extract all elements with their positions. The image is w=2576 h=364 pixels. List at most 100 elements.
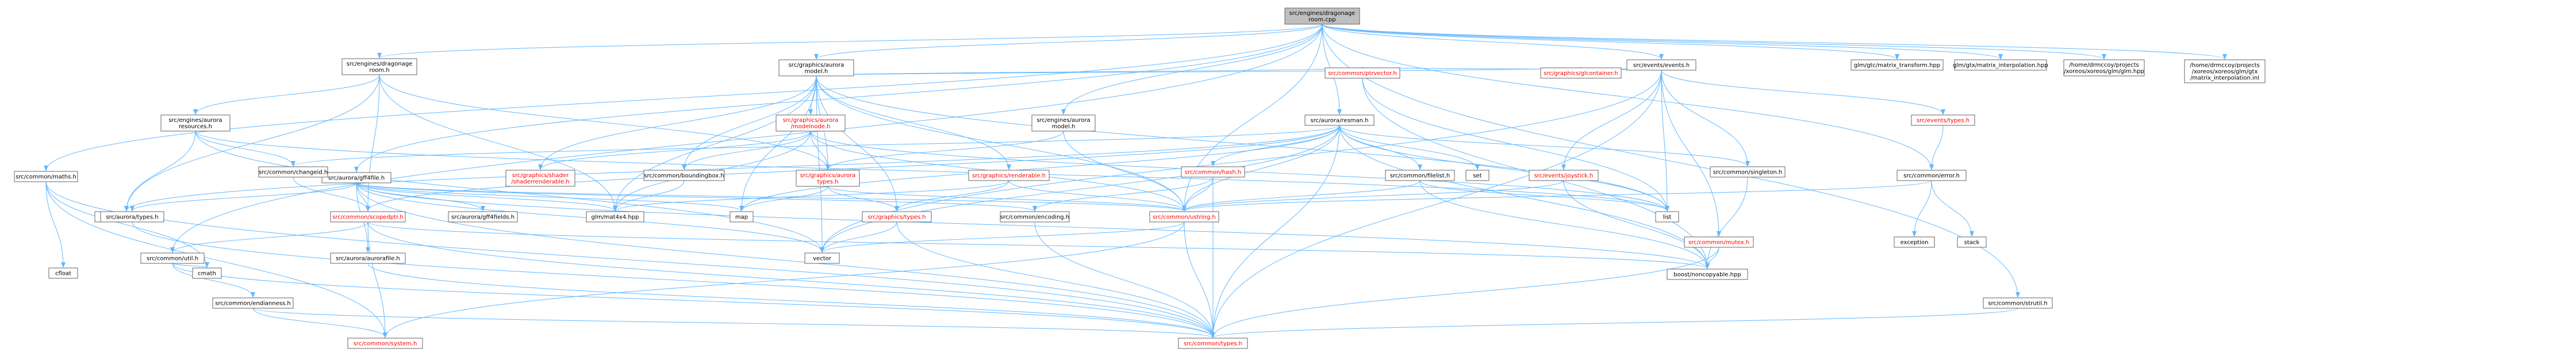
edge-root-to-room_h xyxy=(377,24,1323,59)
node-aurora-aurorafile[interactable]: src/aurora/aurorafile.h xyxy=(330,252,406,264)
node-aurora-gff4fields[interactable]: src/aurora/gff4fields.h xyxy=(448,211,518,223)
edge-graphics_renderable-to-glm_mat4x4 xyxy=(613,180,1009,212)
node-cfloat[interactable]: cfloat xyxy=(48,267,78,279)
node-label: src/graphics/glcontainer.h xyxy=(1544,71,1618,77)
node-common-util[interactable]: src/common/util.h xyxy=(140,252,205,264)
node-graphics-renderable[interactable]: src/graphics/renderable.h xyxy=(968,170,1050,181)
edge-root-to-engines_model xyxy=(1061,24,1323,115)
node-events-joystick[interactable]: src/events/joystick.h xyxy=(1529,170,1599,181)
edge-engines_model-to-graphics_aurora_types xyxy=(826,131,1064,170)
node-box xyxy=(1667,269,1748,280)
node-common-scopedptr[interactable]: src/common/scopedptr.h xyxy=(330,211,406,223)
edge-engines_resources-to-common_changeid xyxy=(195,131,295,167)
edge-graphics_model-to-common_ustring xyxy=(816,75,1187,212)
node-common-system[interactable]: src/common/system.h xyxy=(347,338,423,349)
node-box xyxy=(48,267,78,279)
node-events-events[interactable]: src/events/events.h xyxy=(1626,59,1696,71)
node-aurora-gff4file[interactable]: src/aurora/gff4file.h xyxy=(321,172,391,183)
edge-matfns-to-cmath xyxy=(45,181,209,268)
node-label: /xoreos/xoreos/glm/glm.hpp xyxy=(2064,68,2144,75)
node-label: src/graphics/shader xyxy=(512,173,569,179)
node-box xyxy=(776,114,846,132)
node-common-boundingbox[interactable]: src/common/boundingbox.h xyxy=(643,170,725,181)
node-common-endianness[interactable]: src/common/endianness.h xyxy=(212,297,294,309)
node-common-hash[interactable]: src/common/hash.h xyxy=(1181,166,1245,178)
node-label: src/graphics/aurora xyxy=(800,173,856,179)
node-common-filelist[interactable]: src/common/filelist.h xyxy=(1385,170,1455,181)
node-glm-mat4x4[interactable]: glm/mat4x4.hpp xyxy=(586,211,644,223)
node-map[interactable]: map xyxy=(730,211,754,223)
edge-aurora_gff4file-to-common_types xyxy=(356,182,1215,338)
node-graphics-types[interactable]: src/graphics/types.h xyxy=(862,211,932,223)
node-label: src/engines/aurora xyxy=(1036,117,1090,124)
node-label: src/common/hash.h xyxy=(1185,170,1241,176)
node-label: /home/drmccoy/projects xyxy=(2069,62,2139,68)
node-boost-noncopyable[interactable]: boost/noncopyable.hpp xyxy=(1667,269,1748,280)
node-box xyxy=(321,172,391,183)
node-cmath[interactable]: cmath xyxy=(192,267,222,279)
edge-graphics_aurora_types-to-common_ustring xyxy=(827,186,1187,212)
edge-common_filelist-to-boost_noncopyable xyxy=(1419,180,1710,269)
node-matfns[interactable]: src/common/maths.h xyxy=(14,171,78,182)
node-glm-transform[interactable]: glm/gtc/matrix_transform.hpp xyxy=(1851,59,1944,71)
node-box xyxy=(796,170,860,187)
edge-aurora_gff4file-to-aurora_types2 xyxy=(130,182,357,212)
node-common-singleton[interactable]: src/common/singleton.h xyxy=(1710,166,1786,178)
node-common-changeid[interactable]: src/common/changeid.h xyxy=(258,166,328,178)
node-label: src/common/system.h xyxy=(354,341,417,347)
edge-aurora_gff4file-to-map xyxy=(356,182,744,212)
node-common-error[interactable]: src/common/error.h xyxy=(1897,170,1967,181)
node-common-types[interactable]: src/common/types.h xyxy=(1178,338,1248,349)
node-label: src/common/maths.h xyxy=(16,174,76,181)
node-set[interactable]: set xyxy=(1465,170,1489,181)
edge-common_ustring-to-common_system xyxy=(383,221,1185,338)
edge-aurora_resman-to-set xyxy=(1339,125,1480,170)
node-vector[interactable]: vector xyxy=(804,252,840,264)
node-graphics-shader-renderable[interactable]: src/graphics/shader/shaderrenderable.h xyxy=(505,170,575,187)
node-label: src/common/ptrvector.h xyxy=(1328,71,1397,77)
node-box xyxy=(1911,114,1975,126)
edge-root-to-common_util xyxy=(170,24,1323,253)
node-common-ustring[interactable]: src/common/ustring.h xyxy=(1149,211,1219,223)
node-graphics-modelnode[interactable]: src/graphics/aurora/modelnode.h xyxy=(776,114,846,132)
edge-common_scopedptr-to-common_types xyxy=(367,221,1215,338)
node-home-glm[interactable]: /home/drmccoy/projects/xoreos/xoreos/glm… xyxy=(2063,59,2145,76)
edge-root-to-glm_transform xyxy=(1322,24,1899,60)
node-label: src/common/filelist.h xyxy=(1390,173,1450,179)
node-home-interp[interactable]: /home/drmccoy/projects/xoreos/xoreos/glm… xyxy=(2184,59,2266,83)
node-common-ptrvector[interactable]: src/common/ptrvector.h xyxy=(1325,67,1400,79)
node-graphics-glcontainer[interactable]: src/graphics/glcontainer.h xyxy=(1540,67,1622,79)
node-box xyxy=(347,338,423,349)
edge-common_hash-to-common_encoding xyxy=(1032,177,1214,212)
node-common-strutil[interactable]: src/common/strutil.h xyxy=(1983,297,2053,309)
node-box xyxy=(778,59,854,76)
node-aurora-resman[interactable]: src/aurora/resman.h xyxy=(1304,114,1375,126)
node-common-mutex[interactable]: src/common/mutex.h xyxy=(1684,236,1754,248)
edge-graphics_model-to-map xyxy=(739,75,817,212)
node-label: /home/drmccoy/projects xyxy=(2190,63,2259,69)
edge-graphics_renderable-to-common_ustring xyxy=(1008,180,1187,212)
node-exception[interactable]: exception xyxy=(1894,236,1935,248)
node-stack[interactable]: stack xyxy=(1957,236,1987,248)
node-aurora-types2[interactable]: src/aurora/types.h xyxy=(100,211,164,223)
edge-events_events-to-common_singleton xyxy=(1661,70,1750,167)
edge-room_h-to-common_scopedptr xyxy=(366,74,380,212)
node-glm-interp[interactable]: glm/gtx/matrix_interpolation.hpp xyxy=(1953,59,2048,71)
node-label: src/aurora/resman.h xyxy=(1310,118,1368,124)
edge-root-to-glm_interp xyxy=(1322,24,2003,60)
node-common-encoding[interactable]: src/common/encoding.h xyxy=(1000,211,1070,223)
node-label: boost/noncopyable.hpp xyxy=(1673,272,1741,278)
node-label: src/engines/dragonage xyxy=(347,61,413,67)
edge-graphics_modelnode-to-common_boundingbox xyxy=(682,131,811,170)
edge-common_mutex-to-boost_noncopyable xyxy=(1705,247,1719,269)
node-box xyxy=(1655,211,1679,223)
node-events-types[interactable]: src/events/types.h xyxy=(1911,114,1975,126)
node-box xyxy=(1178,338,1248,349)
node-list[interactable]: list xyxy=(1655,211,1679,223)
